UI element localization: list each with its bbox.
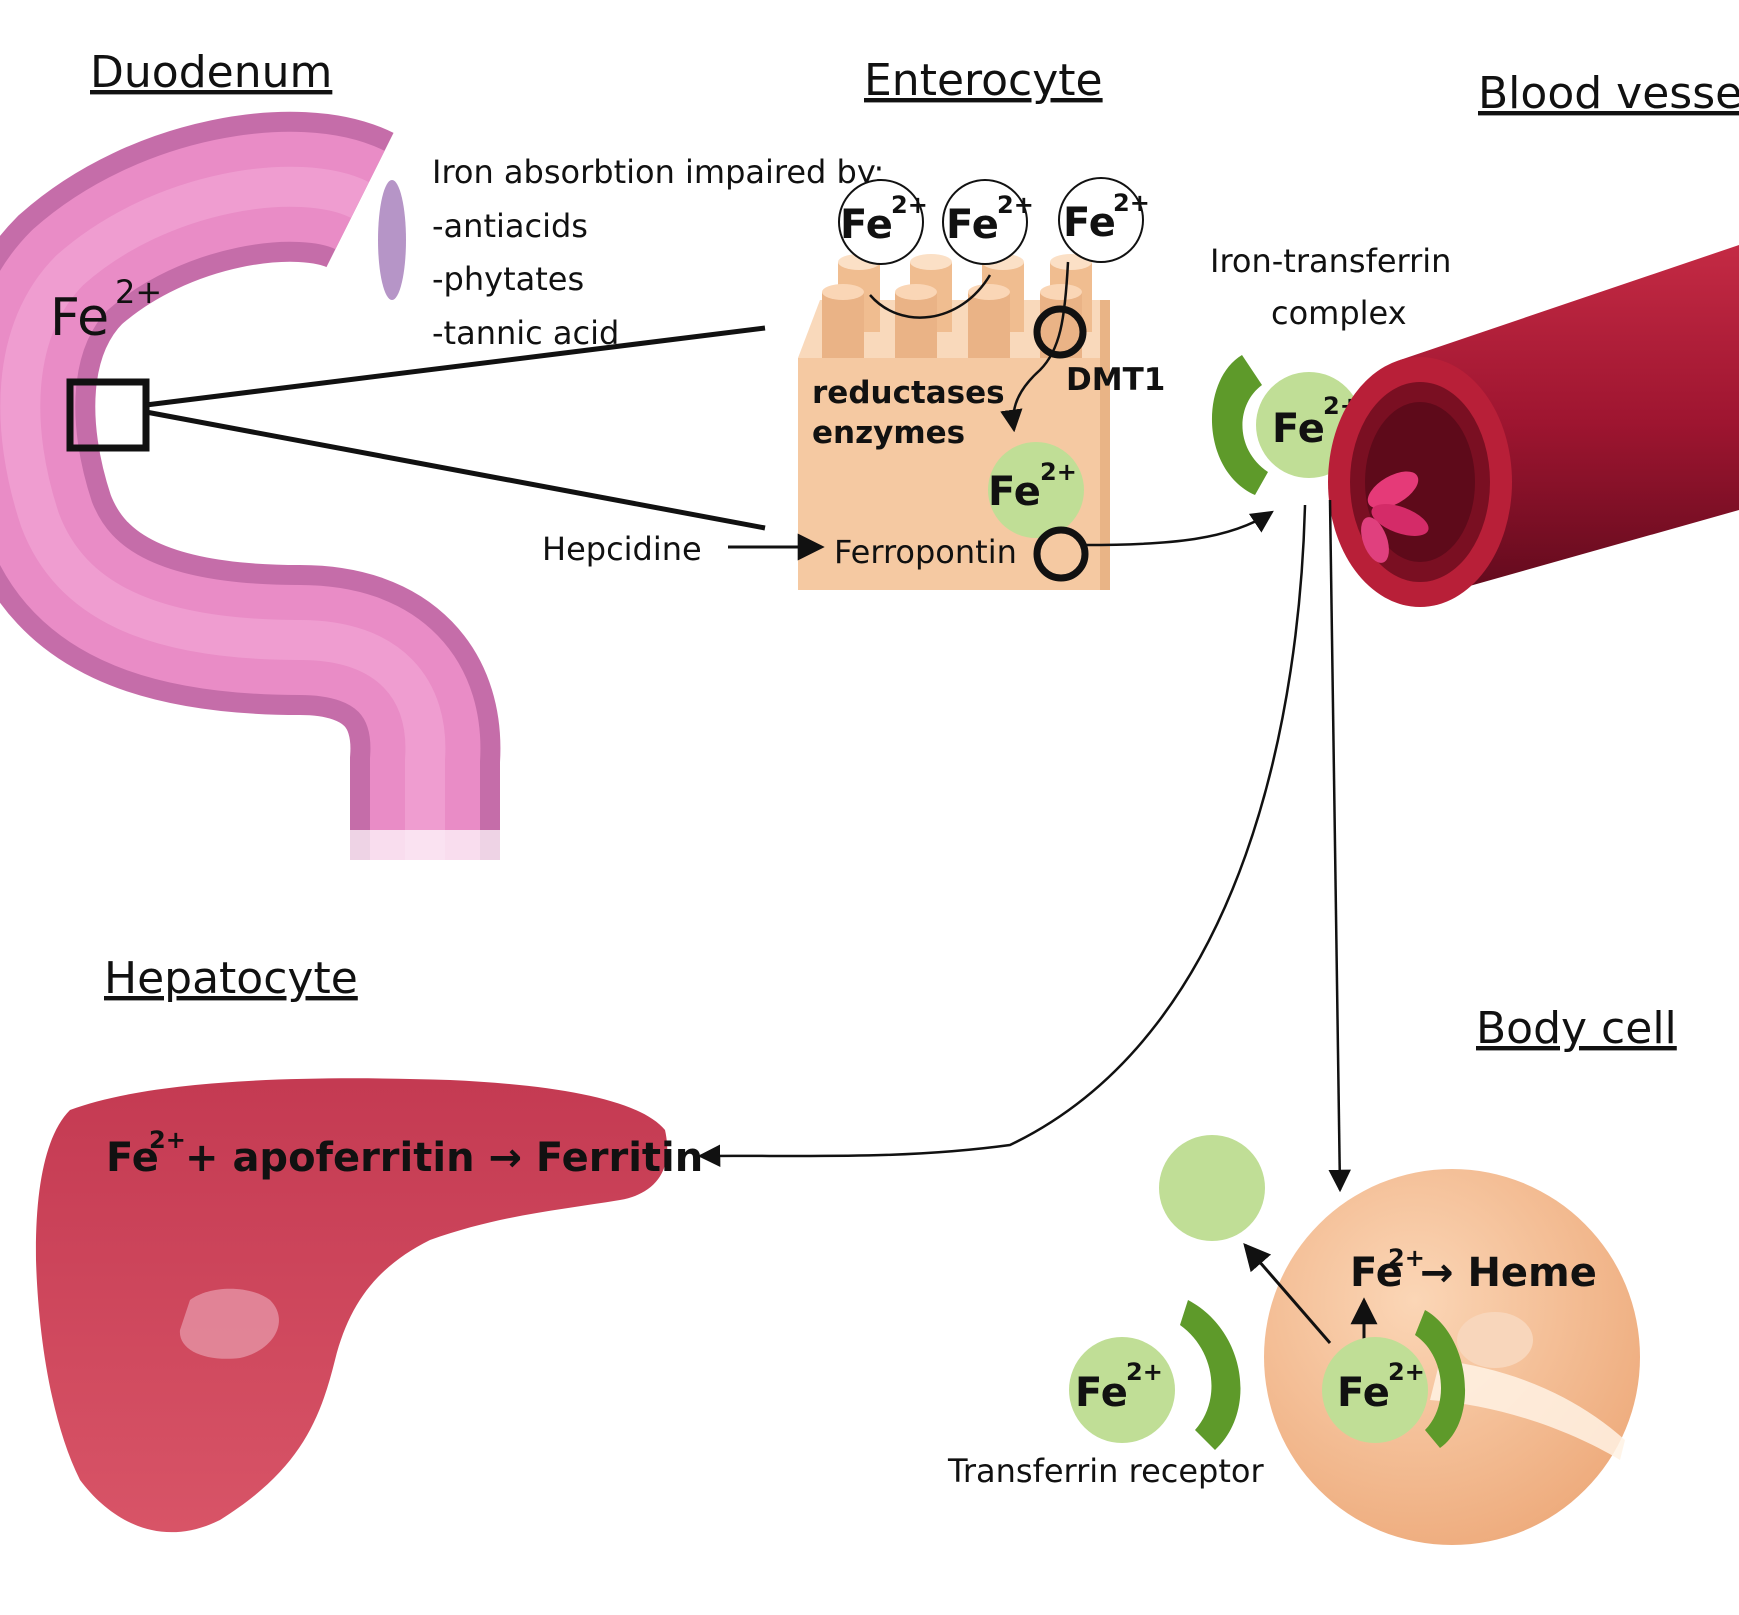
title-hepatocyte: Hepatocyte [104, 953, 358, 1004]
complex-label-line2: complex [1271, 294, 1407, 332]
impairment-item-antiacids: -antiacids [432, 207, 588, 245]
transferrin-receptor-label: Transferrin receptor [947, 1452, 1264, 1490]
reductases-label-line1: reductases [812, 375, 1005, 411]
impairment-item-tannic-acid: -tannic acid [432, 314, 619, 352]
export-arrow [1084, 510, 1274, 547]
zoom-line-top [145, 325, 766, 408]
duodenum-ion-charge: 2+ [115, 273, 162, 311]
transferrin-receptor-bound [1415, 1310, 1466, 1448]
svg-text:2+: 2+ [997, 191, 1034, 219]
arrow-to-hepatocyte [697, 504, 1307, 1168]
dietary-ion-3: Fe 2+ [1058, 177, 1150, 263]
duodenum-ion-symbol: Fe [50, 288, 109, 348]
body-cell-heme-rest: → Heme [1420, 1250, 1597, 1296]
body-cell-ion: Fe 2+ [1322, 1337, 1428, 1443]
svg-text:Fe: Fe [988, 469, 1041, 515]
svg-text:2+: 2+ [1113, 189, 1150, 217]
svg-text:Fe: Fe [1272, 406, 1325, 452]
svg-text:Fe: Fe [1337, 1370, 1390, 1416]
dmt1-import-arrow [1000, 261, 1070, 433]
svg-text:2+: 2+ [1388, 1358, 1425, 1386]
hepatocyte-equation-charge: 2+ [149, 1126, 186, 1154]
zoom-box [66, 378, 150, 452]
dmt1-transporter [1033, 305, 1087, 359]
arrow-to-body-cell [1328, 499, 1351, 1193]
dmt1-label: DMT1 [1066, 362, 1165, 398]
svg-text:2+: 2+ [891, 191, 928, 219]
liver-gallbladder [179, 1288, 279, 1359]
released-apotransferrin [1159, 1135, 1265, 1241]
reduction-curve [869, 274, 992, 319]
ferropontin-transporter [1033, 526, 1089, 582]
release-arrow [1243, 1242, 1332, 1344]
hepcidine-label: Hepcidine [542, 530, 702, 568]
transferrin-receptor [1180, 1300, 1241, 1450]
svg-text:2+: 2+ [1040, 458, 1077, 486]
dietary-ion-2: Fe 2+ [942, 179, 1034, 265]
title-duodenum: Duodenum [90, 47, 332, 98]
svg-text:Fe: Fe [1075, 1370, 1128, 1416]
body-cell-heme-fe: Fe [1350, 1250, 1403, 1296]
hepatocyte-equation-fe: Fe [106, 1135, 159, 1181]
blood-vessel-illustration [1328, 245, 1739, 607]
title-enterocyte: Enterocyte [864, 55, 1103, 106]
impairment-heading: Iron absorbtion impaired by: [432, 153, 884, 191]
transferrin-shell [1211, 355, 1268, 495]
title-body-cell: Body cell [1476, 1003, 1677, 1054]
intracellular-ion: Fe 2+ [988, 442, 1084, 538]
svg-text:2+: 2+ [1126, 1358, 1163, 1386]
svg-text:Fe: Fe [840, 202, 893, 248]
duodenum-illustration [0, 111, 520, 890]
zoom-line-bottom [145, 409, 766, 531]
title-blood-vessel: Blood vessel [1478, 68, 1739, 119]
svg-text:Fe: Fe [1063, 200, 1116, 246]
liver-illustration [35, 1078, 668, 1533]
body-cell-nucleus [1457, 1312, 1533, 1368]
impairment-item-phytates: -phytates [432, 260, 584, 298]
hepatocyte-equation-rest: + apoferritin → Ferritin [185, 1135, 703, 1181]
reductases-label-line2: enzymes [812, 415, 965, 451]
svg-text:Fe: Fe [946, 202, 999, 248]
body-cell-heme-charge: 2+ [1388, 1244, 1425, 1272]
receptor-ion: Fe 2+ [1069, 1337, 1175, 1443]
complex-label-line1: Iron-transferrin [1210, 242, 1451, 280]
dietary-ion-1: Fe 2+ [838, 179, 928, 265]
ferropontin-label: Ferropontin [834, 533, 1017, 571]
body-cell-membrane-fold [1430, 1360, 1625, 1460]
